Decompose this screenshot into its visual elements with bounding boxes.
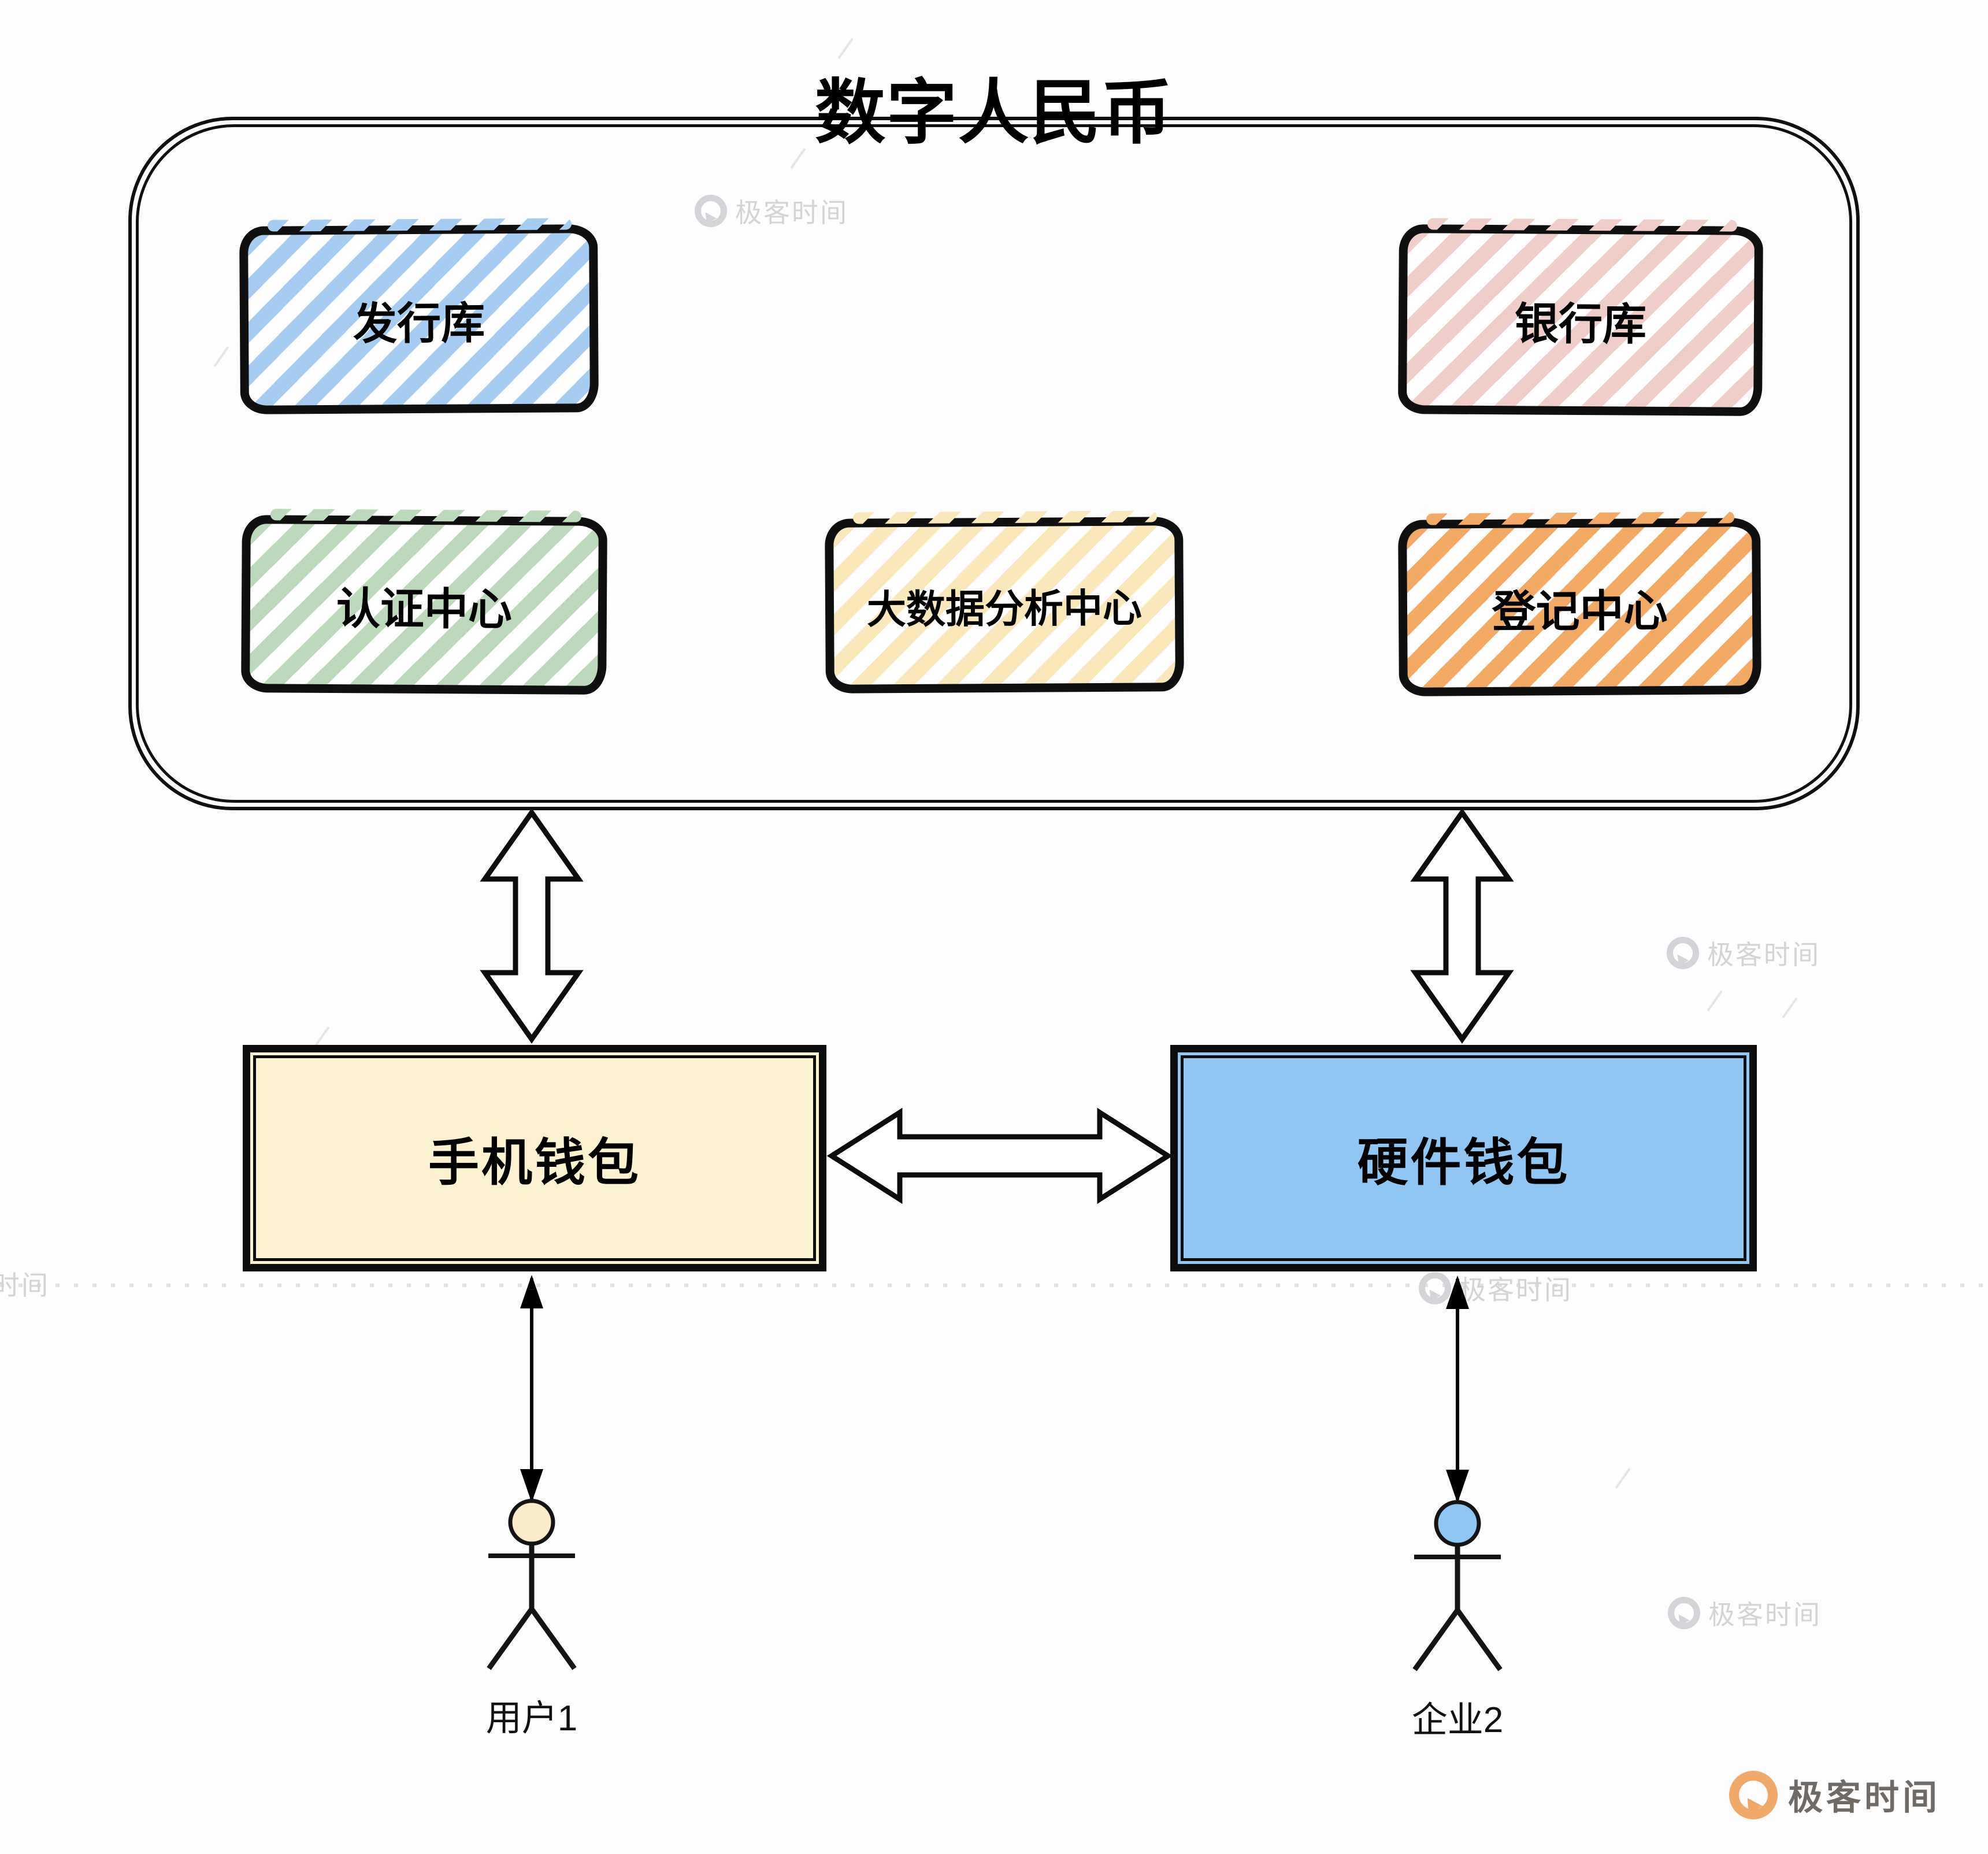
box-issuance-label: 发行库 (353, 298, 485, 349)
hardware-wallet-inner-border: 硬件钱包 (1181, 1055, 1746, 1261)
geektime-logo-icon (1668, 1597, 1700, 1629)
watermark-text: 极客时间 (0, 1270, 50, 1300)
sketch-dash (1782, 997, 1798, 1019)
watermark-text: 极客时间 (1707, 940, 1820, 970)
sketch-dash (1707, 990, 1723, 1012)
watermark-left-clipped: 极客时间 (0, 1265, 50, 1303)
watermark-center-lower: 极客时间 (1419, 1269, 1572, 1307)
user1-head (508, 1499, 555, 1546)
enterprise2-label: 企业2 (1411, 1700, 1504, 1740)
box-registration-center: 登记中心 (1398, 518, 1761, 696)
geektime-brand: 极客时间 (1729, 1770, 1941, 1820)
arrow-mobile-hardware-wallet (826, 1107, 1173, 1204)
enterprise2-head (1434, 1500, 1481, 1547)
mobile-wallet-box: 手机钱包 (243, 1045, 826, 1271)
watermark-text: 极客时间 (1459, 1275, 1572, 1305)
user1-label: 用户1 (485, 1699, 578, 1738)
geektime-logo-icon (695, 195, 727, 227)
geektime-logo-icon (1667, 937, 1699, 969)
stick-figure-user1-icon (487, 1499, 577, 1670)
watermark-top: 极客时间 (695, 192, 848, 230)
geektime-brand-text: 极客时间 (1788, 1778, 1941, 1817)
watermark-right-middle: 极客时间 (1667, 934, 1820, 972)
watermark-text: 极客时间 (735, 198, 848, 228)
box-bigdata-label: 大数据分析中心 (866, 586, 1143, 632)
arrow-container-hardware-wallet (1410, 808, 1514, 1044)
arrow-hardware-wallet-enterprise2 (1446, 1275, 1469, 1503)
digital-rmb-system-container (128, 117, 1860, 810)
box-authentication-center: 认证中心 (241, 515, 607, 695)
arrow-container-mobile-wallet (480, 808, 584, 1044)
box-bank-repository: 银行库 (1398, 224, 1763, 416)
mobile-wallet-label: 手机钱包 (428, 1133, 641, 1191)
box-bigdata-analysis-center: 大数据分析中心 (825, 517, 1184, 694)
hardware-wallet-box: 硬件钱包 (1170, 1045, 1757, 1271)
sketch-dash (314, 1026, 330, 1048)
sketch-dash (1615, 1467, 1631, 1489)
arrow-mobile-wallet-user1 (520, 1275, 543, 1503)
stick-figure-enterprise2-icon (1412, 1500, 1503, 1671)
diagram-title: 数字人民币 (815, 73, 1173, 152)
box-authentication-label: 认证中心 (336, 584, 513, 635)
box-registration-label: 登记中心 (1492, 586, 1668, 637)
box-bank-label: 银行库 (1514, 299, 1647, 350)
geektime-logo-icon (1419, 1272, 1451, 1304)
box-issuance-repository: 发行库 (239, 224, 599, 414)
watermark-text: 极客时间 (1708, 1600, 1822, 1630)
hardware-wallet-label: 硬件钱包 (1357, 1133, 1570, 1191)
sketch-dash (837, 38, 854, 60)
dotted-separator-line (0, 1284, 1988, 1287)
mobile-wallet-inner-border: 手机钱包 (253, 1055, 816, 1261)
geektime-logo-icon (1729, 1770, 1778, 1819)
watermark-right-lower: 极客时间 (1668, 1594, 1822, 1632)
